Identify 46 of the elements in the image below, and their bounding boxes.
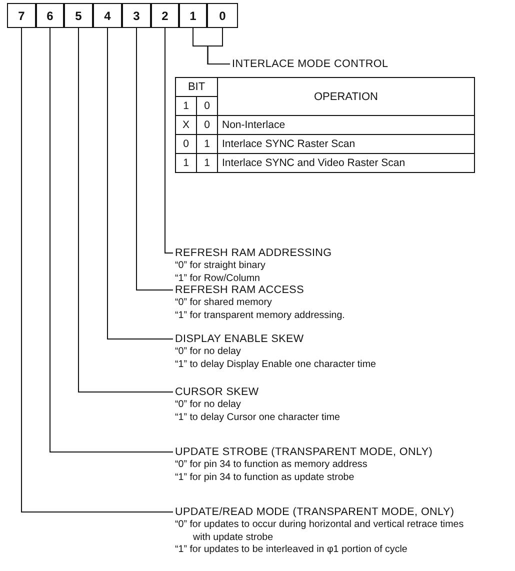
leader-line [50, 28, 174, 452]
value-description: “1” to delay Cursor one character time [175, 412, 341, 424]
table-cell: Interlace SYNC and Video Raster Scan [218, 154, 474, 172]
field-title: UPDATE/READ MODE (TRANSPARENT MODE, ONLY) [175, 505, 456, 519]
bit-cell: 6 [36, 3, 64, 28]
table-cell: 1 [196, 134, 218, 154]
value-description: “1” for updates to be interleaved in φ1 portion of cycle [175, 544, 408, 556]
value-description: “0” for updates to occur during horizontal and vertical retrace times with update strobe [175, 519, 465, 544]
value-description: “0” for no delay [175, 346, 242, 358]
field-title: DISPLAY ENABLE SKEW [175, 332, 305, 346]
bit-cell: 2 [151, 3, 179, 28]
table-cell: 1 [196, 154, 218, 172]
value-description: “1” for pin 34 to function as update strobe [175, 472, 356, 484]
bit-cell: 3 [122, 3, 151, 28]
leader-line [164, 28, 174, 254]
leader-line [136, 28, 174, 290]
leader-line [78, 28, 174, 392]
table-cell: 1 [176, 96, 196, 116]
column-header: OPERATION [218, 78, 474, 116]
leader-line [21, 28, 174, 512]
leader-line [207, 28, 230, 64]
field-title: INTERLACE MODE CONTROL [232, 57, 390, 71]
field-title: REFRESH RAM ADDRESSING [175, 246, 333, 260]
value-description: “1” for transparent memory addressing. [175, 310, 346, 322]
field-title: REFRESH RAM ACCESS [175, 283, 305, 297]
table-cell: 0 [196, 116, 218, 134]
table-cell: Interlace SYNC Raster Scan [218, 134, 474, 154]
bit-cell: 0 [207, 3, 238, 28]
value-description: “0” for shared memory [175, 297, 273, 310]
value-description: “0” for straight binary [175, 260, 266, 272]
table-cell: X [176, 116, 196, 134]
field-title: CURSOR SKEW [175, 385, 260, 399]
value-description: “1” for Row/Column [175, 272, 261, 285]
bit-cell: 1 [179, 3, 207, 28]
value-description: “1” to delay Display Enable one character time [175, 358, 377, 371]
field-title: UPDATE STROBE (TRANSPARENT MODE, ONLY) [175, 445, 434, 459]
value-description: “0” for pin 34 to function as memory address [175, 459, 368, 472]
leader-line [107, 28, 174, 340]
column-header: BIT [176, 78, 218, 96]
table-cell: Non-Interlace [218, 116, 474, 134]
table-cell: 0 [176, 134, 196, 154]
bit-cell: 4 [93, 3, 122, 28]
value-description: “0” for no delay [175, 399, 242, 412]
bit-cell: 5 [64, 3, 93, 28]
table-cell: 1 [176, 154, 196, 172]
bit-cell: 7 [7, 3, 36, 28]
